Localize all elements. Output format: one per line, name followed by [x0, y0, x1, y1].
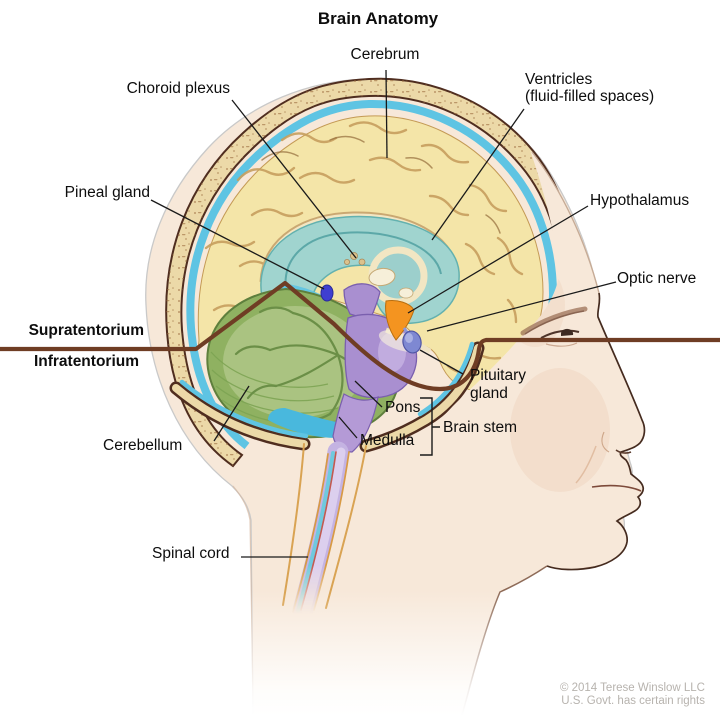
iris — [561, 328, 574, 336]
leader-ventricles — [431, 108, 525, 241]
forehead-line — [531, 151, 600, 294]
label-ventricles-line1: Ventricles — [525, 71, 593, 88]
brainstem-bracket — [420, 397, 440, 456]
bottom-fade — [225, 585, 525, 720]
eyebrow — [520, 306, 588, 336]
leader-pons — [354, 380, 383, 408]
csf-layer — [186, 99, 558, 450]
label-pituitary-line2: gland — [470, 385, 508, 402]
leader-pineal — [150, 199, 325, 290]
leader-cerebrum — [385, 69, 388, 159]
face-profile-line — [546, 292, 646, 571]
label-infratentorium: Infratentorium — [33, 353, 139, 370]
copyright-credit: © 2014 Terese Winslow LLC U.S. Govt. has… — [400, 682, 705, 708]
label-hypothalamus: Hypothalamus — [590, 192, 690, 209]
eyebrow-line — [524, 310, 585, 335]
label-optic-nerve: Optic nerve — [617, 270, 697, 287]
leader-optic-nerve — [426, 281, 617, 332]
label-brain-stem: Brain stem — [443, 419, 518, 436]
thalamus-oval — [368, 267, 396, 287]
hypothalamus-shape — [385, 300, 415, 341]
small-oval — [398, 287, 414, 299]
credit-line2: U.S. Govt. has certain rights — [561, 695, 705, 707]
label-ventricles: Ventricles (fluid-filled spaces) — [525, 71, 705, 105]
leader-hypothalamus — [407, 205, 589, 314]
cerebellum-lobe — [223, 306, 367, 418]
csf-pocket — [268, 408, 351, 438]
label-ventricles-line2: (fluid-filled spaces) — [525, 88, 655, 105]
label-medulla: Medulla — [360, 432, 415, 449]
leader-cerebellum — [213, 385, 250, 442]
eyelid — [540, 329, 580, 339]
midbrain — [343, 283, 381, 321]
tentorium-line — [0, 280, 720, 392]
leader-lines — [150, 69, 617, 558]
leader-medulla — [338, 416, 358, 439]
label-cerebellum: Cerebellum — [103, 437, 183, 454]
leader-pituitary — [419, 349, 464, 375]
lip-seam — [591, 484, 642, 492]
gyri-dark — [261, 135, 501, 234]
credit-line1: © 2014 Terese Winslow LLC — [559, 682, 705, 694]
nape-line — [232, 485, 254, 701]
label-supratentorium: Supratentorium — [28, 322, 144, 339]
label-cerebrum: Cerebrum — [350, 46, 420, 63]
central-organs — [320, 284, 432, 354]
medulla-shape — [332, 393, 379, 453]
pineal-shape — [320, 284, 334, 302]
nostril-line — [615, 449, 632, 454]
eye-group — [520, 306, 588, 347]
label-pineal-gland: Pineal gland — [64, 184, 150, 201]
label-choroid-plexus: Choroid plexus — [126, 80, 230, 97]
lower-lid — [545, 342, 578, 347]
label-pituitary-gland: Pituitary gland — [470, 367, 560, 403]
label-spinal-cord: Spinal cord — [152, 545, 230, 562]
pituitary-highlight — [405, 333, 413, 343]
page-title: Brain Anatomy — [317, 9, 439, 28]
leader-choroid-plexus — [231, 99, 357, 259]
label-pons: Pons — [385, 399, 421, 416]
label-pituitary-line1: Pituitary — [470, 367, 526, 384]
